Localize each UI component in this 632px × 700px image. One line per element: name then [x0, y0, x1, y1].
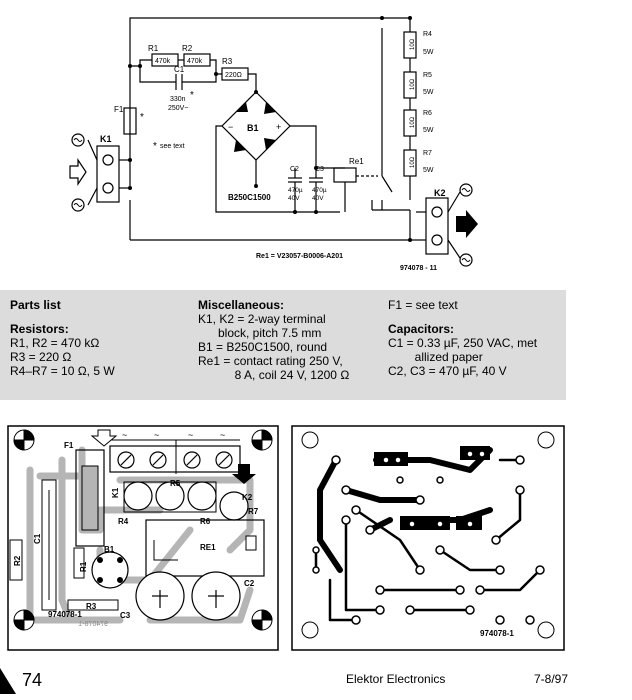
value-c3-volt: 40V: [312, 195, 324, 202]
fuse-line: F1 = see text: [388, 298, 458, 312]
page-footer: 74 Elektor Electronics 7-8/97: [0, 668, 632, 700]
label-b1: B1: [247, 123, 259, 133]
label-c1: C1: [174, 65, 185, 74]
tilde-mark: ~: [188, 430, 193, 440]
issue-date: 7-8/97: [534, 672, 569, 686]
value-r5: 10Ω: [410, 78, 416, 90]
value-c2-cap: 470µ: [288, 187, 303, 194]
misc-heading: Miscellaneous:: [198, 298, 285, 312]
value-r3: 220Ω: [225, 72, 242, 79]
pcb-label-re1: RE1: [200, 543, 216, 552]
capacitor-line: allized paper: [388, 350, 483, 364]
bridge-part-number: B250C1500: [228, 193, 271, 202]
misc-line: B1 = B250C1500, round: [198, 340, 328, 354]
bridge-minus: −: [228, 122, 233, 132]
bridge-plus: +: [276, 122, 281, 132]
capacitor-line: C1 = 0.33 µF, 250 VAC, met: [388, 336, 538, 350]
pcb-label-r3: R3: [86, 602, 97, 611]
value-c1-volt: 250V~: [168, 105, 188, 112]
label-k1: K1: [100, 134, 112, 144]
capacitor-line: C2, C3 = 470 µF, 40 V: [388, 364, 507, 378]
pcb-label-r1: R1: [79, 561, 88, 572]
parts-column-capacitors: F1 = see text Capacitors: C1 = 0.33 µF, …: [388, 298, 537, 378]
resistor-line: R1, R2 = 470 kΩ: [10, 336, 100, 350]
value-r1: 470k: [155, 58, 171, 65]
label-k2: K2: [434, 188, 446, 198]
value-r6: 10Ω: [410, 116, 416, 128]
pcb-label-r4: R4: [118, 517, 129, 526]
page-number: 74: [22, 670, 43, 690]
misc-line: K1, K2 = 2-way terminal: [198, 312, 326, 326]
pcb-board-id-mirror: 974078-1: [78, 621, 108, 628]
label-r4: R4: [423, 31, 432, 38]
watt-r5: 5W: [423, 89, 434, 96]
resistors-heading: Resistors:: [10, 322, 69, 336]
label-r3: R3: [222, 57, 233, 66]
relay-type-note: Re1 = V23057-B0006-A201: [256, 253, 343, 260]
watt-r4: 5W: [423, 49, 434, 56]
tilde-mark: ~: [122, 430, 127, 440]
pcb-label-r2: R2: [13, 555, 22, 566]
label-r7: R7: [423, 150, 432, 157]
label-f1: F1: [114, 105, 124, 114]
tilde-mark: ~: [154, 430, 159, 440]
f1-star: *: [140, 112, 144, 123]
watt-r7: 5W: [423, 167, 434, 174]
label-r5: R5: [423, 72, 432, 79]
resistor-line: R3 = 220 Ω: [10, 350, 72, 364]
label-r2: R2: [182, 44, 193, 53]
pcb-label-f1: F1: [64, 441, 74, 450]
pcb-label-k2: K2: [242, 493, 253, 502]
label-re1: Re1: [349, 157, 364, 166]
pcb-label-k1: K1: [111, 487, 120, 498]
pcb-label-r7: R7: [248, 507, 259, 516]
pcb-label-b1: B1: [104, 545, 115, 554]
page-corner-mark: [0, 668, 16, 694]
pcb-label-c1: C1: [33, 533, 42, 544]
parts-column-resistors: Parts list Resistors: R1, R2 = 470 kΩ R3…: [10, 298, 115, 378]
parts-list-heading: Parts list: [10, 298, 61, 312]
parts-list-panel: Parts list Resistors: R1, R2 = 470 kΩ R3…: [0, 290, 566, 400]
parts-column-misc: Miscellaneous: K1, K2 = 2-way terminal b…: [198, 298, 349, 382]
pcb-layouts: ~ ~ ~ ~: [7, 425, 565, 651]
value-c2-volt: 40V: [288, 195, 300, 202]
magazine-name: Elektor Electronics: [346, 672, 446, 686]
label-r6: R6: [423, 110, 432, 117]
copper-board-id: 974078-1: [480, 629, 514, 638]
misc-line: block, pitch 7.5 mm: [198, 326, 322, 340]
misc-line: Re1 = contact rating 250 V,: [198, 354, 343, 368]
value-r2: 470k: [187, 58, 203, 65]
circuit-schematic: R1 470k R2 470k R3 220Ω C1 330n 250V~ * …: [69, 16, 478, 272]
component-side-board: ~ ~ ~ ~: [7, 425, 279, 651]
copper-side-board: 974078-1: [291, 425, 565, 651]
pcb-label-r5: R5: [170, 479, 181, 488]
label-r1: R1: [148, 44, 159, 53]
pcb-board-id: 974078-1: [48, 610, 82, 619]
watt-r6: 5W: [423, 127, 434, 134]
see-text-note: see text: [160, 143, 185, 150]
tilde-mark: ~: [220, 430, 225, 440]
value-c1-cap: 330n: [170, 96, 186, 103]
capacitors-heading: Capacitors:: [388, 322, 455, 336]
label-c2: C2: [290, 166, 299, 173]
pcb-label-c2: C2: [244, 579, 255, 588]
c1-star: *: [190, 90, 194, 101]
value-r4: 10Ω: [410, 38, 416, 50]
misc-line: 8 A, coil 24 V, 1200 Ω: [198, 368, 350, 382]
value-r7: 10Ω: [410, 156, 416, 168]
label-c3: C3: [315, 166, 324, 173]
resistor-line: R4–R7 = 10 Ω, 5 W: [10, 364, 115, 378]
pcb-label-c3: C3: [120, 611, 131, 620]
pcb-label-r6: R6: [200, 517, 211, 526]
see-text-star: *: [153, 141, 157, 152]
figure-code: 974078 - 11: [400, 265, 437, 272]
value-c3-cap: 470µ: [312, 187, 327, 194]
